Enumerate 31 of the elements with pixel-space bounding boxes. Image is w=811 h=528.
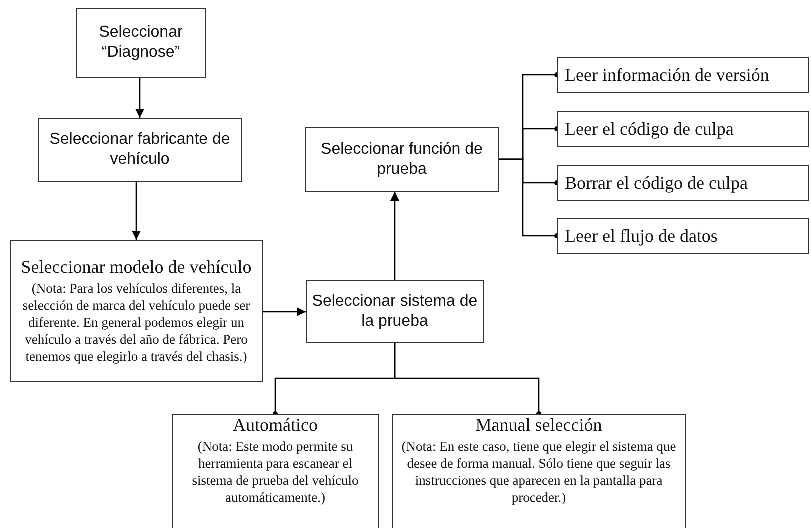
process-box — [392, 414, 686, 528]
step-label: Seleccionar fabricante de vehículo — [48, 130, 232, 170]
connector-line — [394, 343, 542, 416]
step-label: Seleccionar función de prueba — [320, 140, 484, 180]
arrow — [132, 182, 141, 240]
option-label: Leer el código de culpa — [565, 118, 734, 140]
note-text: (Nota: Este modo permite su herramienta para escanear el sistema de prueba del vehículo automáticamente.) — [191, 438, 360, 506]
arrow — [390, 192, 400, 280]
process-box — [38, 118, 242, 182]
step-label: Seleccionar modelo de vehículo — [21, 257, 252, 278]
step-label: Seleccionar “Diagnose” — [98, 23, 184, 63]
arrow — [263, 308, 306, 316]
process-box — [10, 240, 263, 382]
process-box — [557, 218, 809, 254]
mode-label: Manual selección — [476, 415, 602, 436]
option-label: Leer el flujo de datos — [565, 226, 718, 246]
arrow — [136, 78, 144, 118]
mode-label: Automático — [233, 415, 318, 436]
option-label: Borrar el código de culpa — [565, 172, 748, 194]
process-box — [172, 414, 379, 528]
process-box — [557, 111, 809, 147]
process-box — [305, 127, 499, 192]
process-box — [306, 280, 484, 343]
option-label: Leer información de versión — [565, 64, 770, 86]
step-label: Seleccionar sistema de la prueba — [311, 292, 479, 332]
note-text: (Nota: Para los vehículos diferentes, la selección de marca del vehículo puede ser diferente. En general podemos elegir un vehículo a través del año de fábrica. Pero tenemos que elegirlo a través del chasis.) — [22, 280, 252, 365]
process-box — [557, 57, 809, 93]
connector-line — [499, 158, 560, 238]
process-box — [76, 8, 206, 78]
note-text: (Nota: En este caso, tiene que elegir el sistema que desee de forma manual. Sólo tiene que seguir las instrucciones que aparecen en la pantalla para proceder.) — [401, 438, 677, 506]
process-box — [557, 165, 809, 201]
